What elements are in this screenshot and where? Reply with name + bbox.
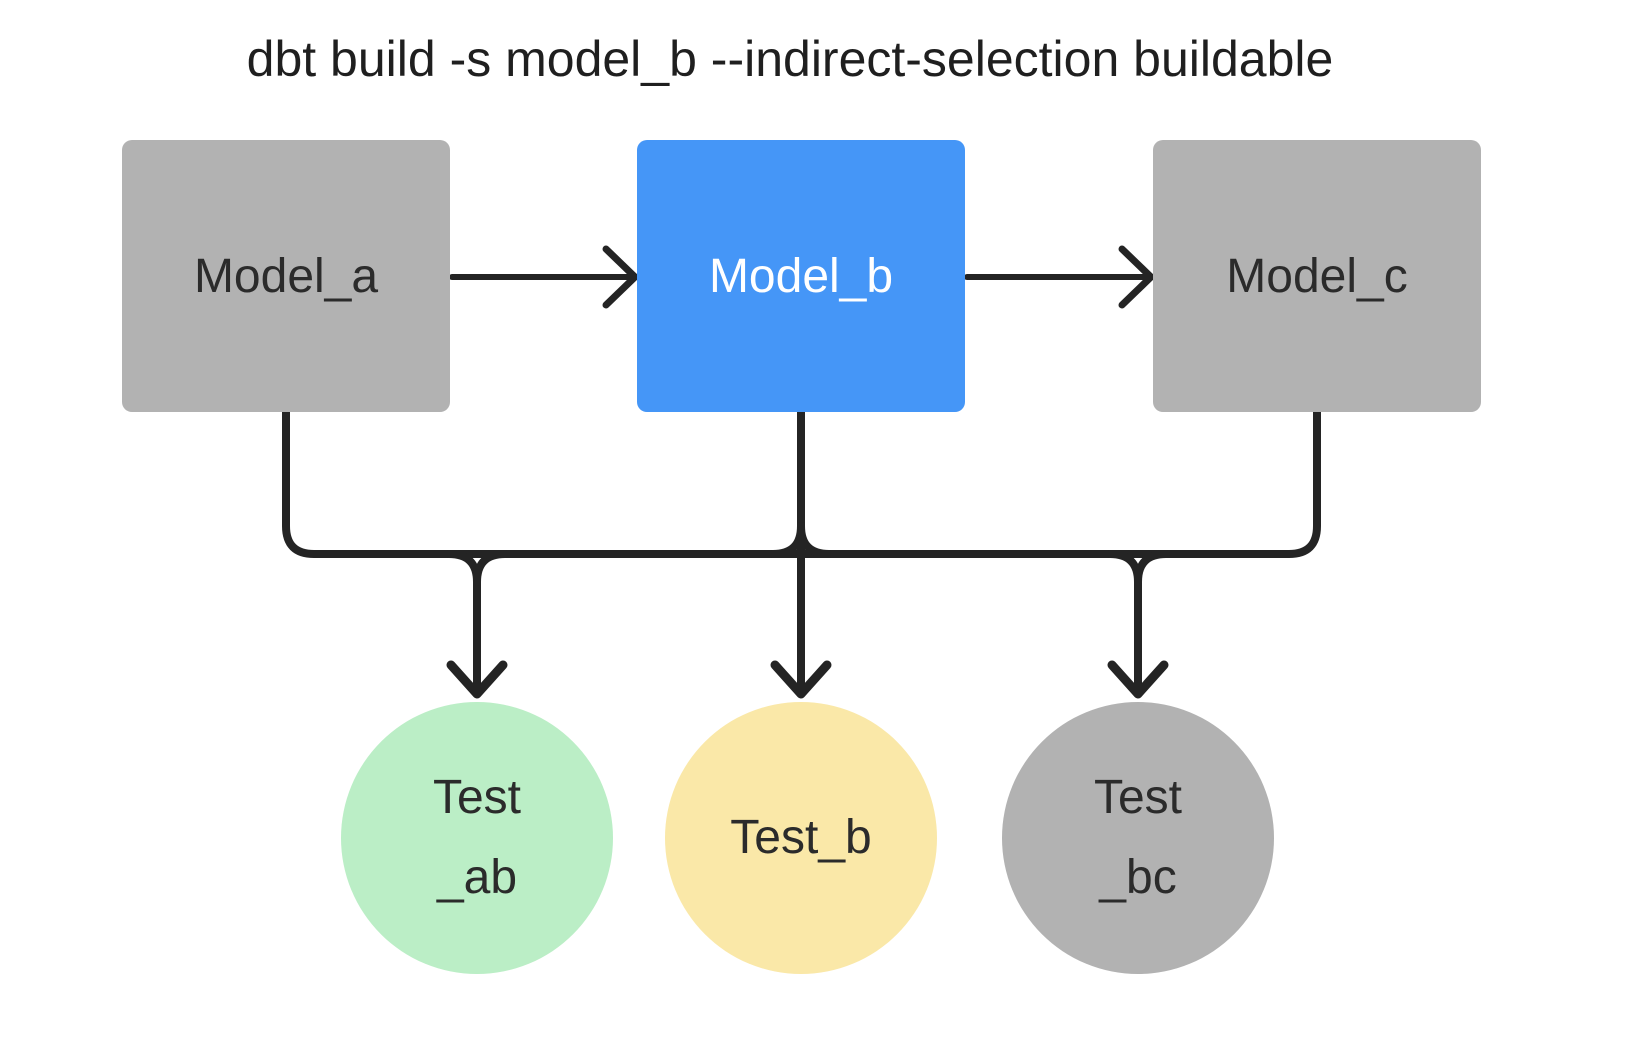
node-test-ab-label-line2: _ab [436,851,518,904]
node-model-c-label: Model_c [1226,249,1408,303]
node-model-a-label: Model_a [193,249,379,303]
node-test-ab-label-line1: Test [432,771,522,824]
node-model-b: Model_b [637,140,965,412]
edge-model-a-to-model-b [449,245,639,309]
edge-model-b-to-model-c [964,245,1155,309]
node-test-b: Test_b [665,702,937,974]
node-test-bc-label-line1: Test [1093,771,1183,824]
node-model-a: Model_a [122,140,450,412]
node-test-bc: Test _bc [1002,702,1274,974]
diagram-title: dbt build -s model_b --indirect-selectio… [246,31,1334,87]
arrowhead-test-b [770,660,832,699]
arrowhead-test-bc [1107,660,1169,699]
node-test-bc-label-line2: _bc [1099,851,1177,904]
node-test-ab: Test _ab [341,702,613,974]
arrowhead-test-ab [446,660,508,699]
node-test-b-label-line1: Test_b [730,811,872,864]
node-model-c: Model_c [1153,140,1481,412]
edge-bus-models-to-tests [282,408,1321,699]
node-model-b-label: Model_b [708,249,894,303]
